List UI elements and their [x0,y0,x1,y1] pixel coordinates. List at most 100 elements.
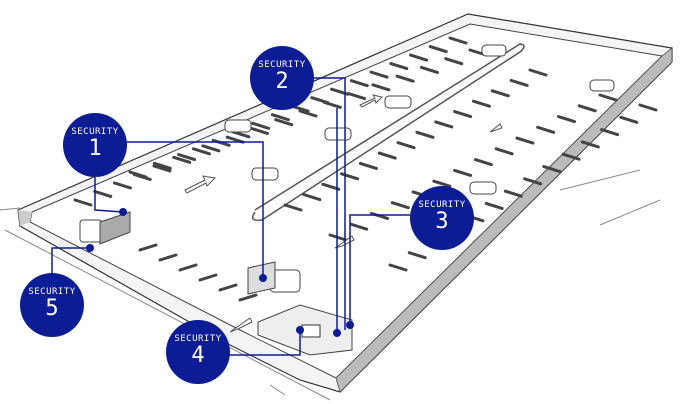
parking-stripe [302,193,322,202]
parking-stripe [536,125,556,134]
badge-label: SECURITY [174,334,222,344]
parking-stripe [298,109,318,118]
parking-stripe [152,161,172,170]
parking-stripe [388,263,408,272]
parking-stripe [251,121,271,130]
parking-stripe [509,78,529,87]
parking-stripe [484,201,504,210]
center-divider [251,43,525,222]
car [224,119,252,133]
connector-lines [51,77,412,356]
booth-window [301,324,321,338]
parking-stripe [494,147,514,156]
parking-stripe [371,83,391,92]
parking-stripe [471,99,491,108]
parking-stripe [177,153,197,162]
entry-gate [99,211,131,245]
parking-stripe [556,115,576,124]
car [384,95,412,109]
security-badge-5: SECURITY 5 [20,273,84,337]
camera-point [346,321,354,329]
badge-number: 4 [191,343,205,368]
parking-stripe [542,165,562,174]
parking-stripe [340,172,360,181]
parking-stripe [270,113,290,122]
parking-stripe [638,103,658,112]
parking-stripe [328,233,348,242]
camera-point [119,208,127,216]
parking-stripe [407,251,427,260]
parking-stripe [515,136,535,145]
parking-stripe [395,74,415,83]
parking-stripe [503,189,523,198]
parking-stripe [349,79,369,88]
parking-stripe [600,128,620,137]
parking-stripe [523,177,543,186]
parking-stripe [377,151,397,160]
parking-stripe [238,293,258,302]
security-badge-1: SECURITY 1 [63,113,127,177]
parking-stripe [577,104,597,113]
parking-stripe [444,57,464,66]
parking-stripe [473,158,493,167]
car [324,127,352,141]
parking-stripe [283,203,303,212]
car [589,79,615,92]
wall-right [335,47,673,393]
parking-stripe [619,115,639,124]
camera-point [86,244,94,252]
parking-stripe [218,283,238,292]
parking-stripe [172,155,192,164]
parking-stripe [201,144,221,153]
ground-lines [0,169,661,401]
security-badge-3: SECURITY 3 [410,186,474,250]
parking-stripe [415,130,435,139]
parking-stripe [249,126,269,135]
parking-stripe [158,253,178,262]
camera-point [296,326,304,334]
parking-stripe [138,243,158,252]
badge-number: 1 [88,136,102,161]
parking-stripe [434,120,454,129]
arrow-icon [359,94,383,108]
badge-number: 2 [275,69,289,94]
parking-stripe [349,222,369,231]
badge-label: SECURITY [28,287,76,297]
parking-stripe [396,141,416,150]
parking-stripe [321,182,341,191]
arrow-icon [489,123,503,133]
camera-point [259,274,267,282]
parking-stripe [453,168,473,177]
car [79,219,103,243]
parking-stripe [347,92,367,101]
parking-stripe [428,45,448,54]
parking-stripe [231,130,251,139]
camera-point [333,329,341,337]
car [251,167,279,181]
parking-stripe [561,152,581,161]
parking-stripe [598,93,618,102]
parking-stripe [528,68,548,77]
security-badge-4: SECURITY 4 [166,320,230,384]
parking-stripe [178,263,198,272]
wall [18,210,32,226]
camera-points [86,208,354,337]
parking-stripe [191,147,211,156]
parking-stripe [274,118,294,127]
parking-stripe [490,89,510,98]
badge-label: SECURITY [418,200,466,210]
arrow-icon [229,317,253,333]
parking-stripe [409,53,429,62]
parking-stripe [322,100,342,109]
car [469,181,497,195]
security-badge-2: SECURITY 2 [250,46,314,110]
parking-stripe [448,36,468,45]
parking-stripe [93,189,113,198]
parking-stripe [358,161,378,170]
parking-stripe [419,65,439,74]
parking-stripe [211,138,231,147]
parking-stripes [73,36,658,302]
parking-stripe [580,140,600,149]
